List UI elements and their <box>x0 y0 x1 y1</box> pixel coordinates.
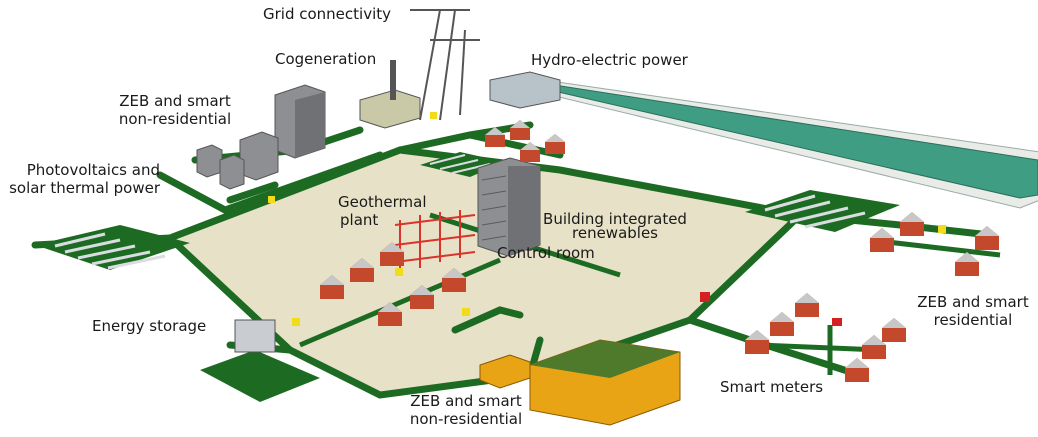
label-grid-connectivity: Grid connectivity <box>263 5 392 23</box>
solar-field-left <box>35 225 190 270</box>
houses-smart-meters <box>745 293 906 382</box>
solar-field-right <box>745 190 900 232</box>
inner-roads <box>299 212 1001 375</box>
label-zeb-residential: ZEB and smart residential <box>917 293 1029 329</box>
label-geothermal: Geothermal plant <box>338 193 427 229</box>
label-photovoltaics: Photovoltaics and solar thermal power <box>9 161 160 197</box>
houses-central <box>320 242 466 326</box>
houses-right <box>870 212 999 276</box>
industrial-building <box>479 339 681 426</box>
label-cogeneration: Cogeneration <box>275 50 377 68</box>
tower-control-room <box>477 157 541 257</box>
label-zeb-nonres-top: ZEB and smart non-residential <box>118 92 232 128</box>
tower-cogeneration <box>274 84 326 159</box>
label-energy-storage: Energy storage <box>92 317 207 335</box>
tower-nonresidential-small <box>196 131 279 190</box>
grid-pylons <box>410 9 480 121</box>
cogeneration-plant <box>359 60 421 129</box>
label-zeb-nonres-bottom: ZEB and smart non-residential <box>409 392 523 428</box>
energy-storage <box>200 319 320 402</box>
houses-top <box>485 120 565 162</box>
smart-meters <box>268 112 946 326</box>
label-control-room: Control room <box>497 244 595 262</box>
label-building-integrated: Building integrated renewables <box>543 210 687 242</box>
hydro-dam <box>489 71 561 109</box>
label-hydro-electric: Hydro-electric power <box>531 51 688 69</box>
label-smart-meters: Smart meters <box>720 378 824 396</box>
